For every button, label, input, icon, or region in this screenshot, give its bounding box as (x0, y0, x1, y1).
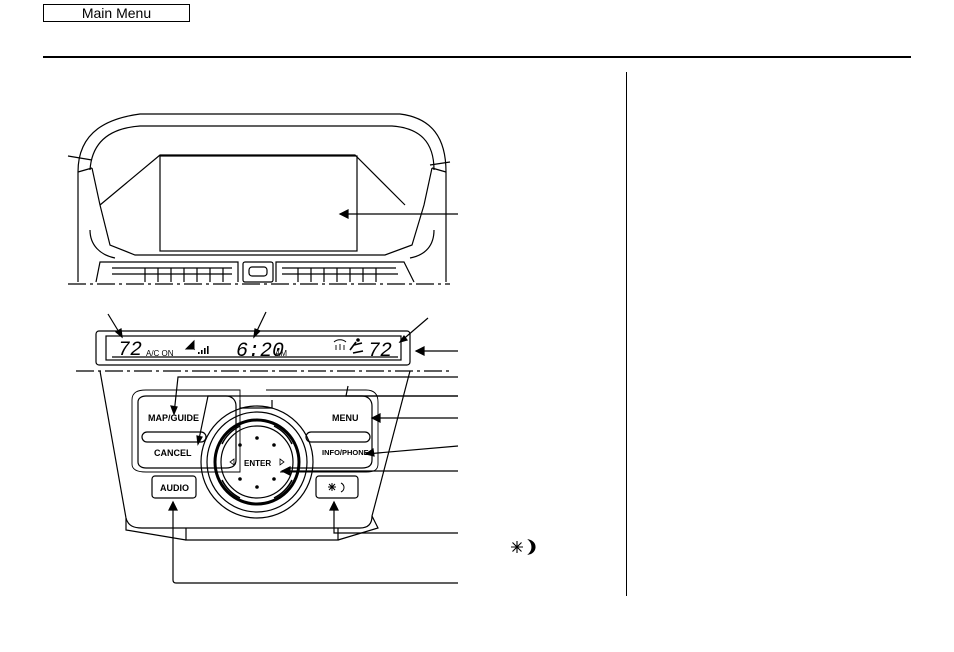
clock-time: 6:20 (236, 340, 284, 363)
info-phone-button[interactable]: INFO/PHONE (322, 448, 369, 457)
temp-left: 72 (118, 339, 142, 362)
day-night-icon (328, 482, 345, 493)
display-callouts (107, 311, 458, 356)
screen-hood (67, 113, 451, 282)
climate-display-bezel (95, 330, 411, 366)
temp-right: 72 (368, 340, 392, 363)
menu-button[interactable]: MENU (332, 413, 359, 423)
day-night-legend-icon (511, 538, 536, 556)
defrost-icon (333, 339, 347, 350)
airflow-icon (349, 338, 364, 354)
vent-row (95, 261, 415, 283)
main-menu-button[interactable]: Main Menu (43, 4, 190, 22)
right-rocker (266, 389, 379, 473)
header-rule (43, 56, 911, 58)
screen-callout-arrow (338, 209, 349, 219)
fan-icon (184, 339, 209, 354)
control-callouts (168, 376, 459, 584)
navigation-screen (159, 155, 358, 252)
column-divider (626, 72, 627, 596)
audio-button-frame (151, 475, 197, 499)
clock-ampm: AM (275, 349, 287, 358)
control-panel (99, 370, 411, 541)
left-rocker (131, 389, 241, 473)
map-guide-button[interactable]: MAP/GUIDE (148, 413, 199, 423)
ac-status: A/C ON (146, 349, 174, 358)
cancel-button[interactable]: CANCEL (154, 448, 192, 458)
enter-button[interactable]: ENTER (244, 459, 271, 468)
day-night-button[interactable] (315, 475, 359, 499)
interface-dial[interactable] (200, 400, 314, 519)
audio-button[interactable]: AUDIO (160, 483, 189, 493)
